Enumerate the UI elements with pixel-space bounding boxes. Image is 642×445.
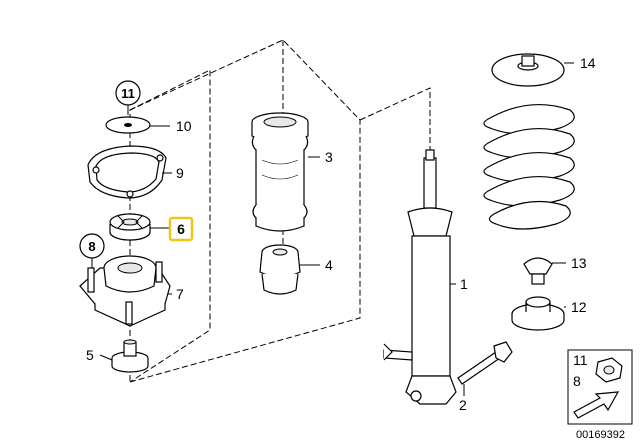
part-6-bearing [109,213,151,241]
callout-13[interactable]: 13 [571,255,587,271]
callout-7[interactable]: 7 [176,286,184,302]
part-2-bolt [457,341,513,385]
part-7-strut-mount [79,255,171,327]
part-10-washer [105,116,151,134]
callout-12[interactable]: 12 [571,299,587,315]
direction-arrow-icon [573,391,620,419]
callout-8-label: 8 [88,239,95,254]
callout-9[interactable]: 9 [176,165,184,181]
part-9-gasket [87,145,167,199]
part-1-shock-absorber [383,149,457,405]
part-13-rubber-stop [523,257,553,285]
part-4-bump-stop [259,244,301,295]
catalog-number: 00169392 [576,429,625,441]
callout-11-label: 11 [121,86,135,101]
part-14-spring-seat [491,53,565,87]
callout-8[interactable]: 8 [79,233,105,259]
callout-10[interactable]: 10 [176,118,192,134]
callout-11[interactable]: 11 [115,80,141,106]
legend-label-11: 11 [573,352,588,368]
callout-6-highlighted[interactable]: 6 [168,216,194,242]
callout-14[interactable]: 14 [580,55,596,71]
callout-5[interactable]: 5 [86,347,94,363]
flange-nut-icon [595,357,623,383]
legend-label-8: 8 [573,373,581,389]
callout-1[interactable]: 1 [460,276,468,292]
legend-box: 11 8 [567,349,633,425]
part-3-dust-boot [251,112,309,232]
callout-2[interactable]: 2 [459,397,467,413]
coil-spring [483,103,575,230]
callout-4[interactable]: 4 [325,257,333,273]
part-12-spring-pad [511,296,565,331]
callout-6-label: 6 [177,221,185,237]
callout-3[interactable]: 3 [325,149,333,165]
part-5-collar-nut [111,339,149,373]
